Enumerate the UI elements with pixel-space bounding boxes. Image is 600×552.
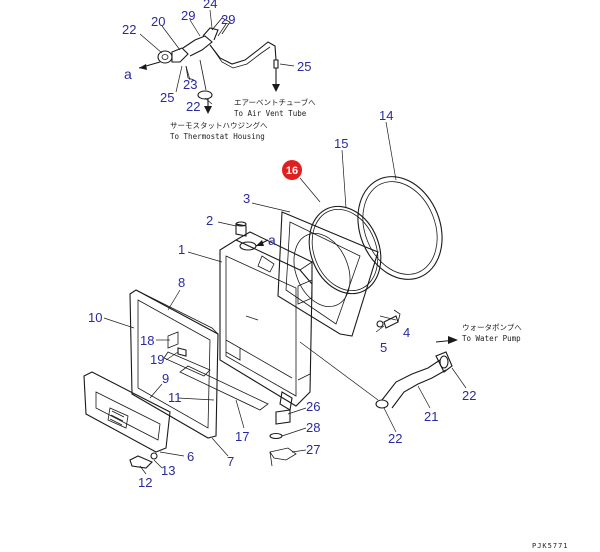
note-water-pump-jp: ウォータポンプへ <box>462 323 522 332</box>
callout-14: 14 <box>379 108 393 123</box>
callout-25-b: 25 <box>297 59 311 74</box>
note-air-vent-en: To Air Vent Tube <box>234 109 307 118</box>
callout-28: 28 <box>306 420 320 435</box>
filler-neck-assembly <box>138 17 280 114</box>
hardware-parts <box>129 221 458 469</box>
highlight-marker <box>282 160 302 180</box>
note-water-pump-en: To Water Pump <box>462 334 521 343</box>
leader-lines <box>103 9 467 475</box>
note-air-vent-jp: エアーベントチューブへ <box>234 97 316 107</box>
callout-labels: 22 20 29 24 29 23 25 25 22 14 15 16 3 2 … <box>88 0 476 490</box>
callout-22-d: 22 <box>462 388 476 403</box>
callout-22: 22 <box>122 22 136 37</box>
callout-16: 16 <box>286 165 298 177</box>
callout-29: 29 <box>181 8 195 23</box>
callout-18: 18 <box>140 333 154 348</box>
callout-25: 25 <box>160 90 174 105</box>
direction-notes: エアーベントチューブへ To Air Vent Tube サーモスタットハウジン… <box>170 97 522 343</box>
callout-22-b: 22 <box>186 99 200 114</box>
callout-29-b: 29 <box>221 12 235 27</box>
shroud-plate <box>277 211 379 337</box>
view-mark-a: a <box>124 66 132 82</box>
callout-13: 13 <box>161 463 175 478</box>
callout-21: 21 <box>424 409 438 424</box>
callout-9: 9 <box>162 371 169 386</box>
callout-20: 20 <box>151 14 165 29</box>
callout-24: 24 <box>203 0 217 11</box>
callout-4: 4 <box>403 325 410 340</box>
radiator-core <box>219 231 313 411</box>
callout-8: 8 <box>178 275 185 290</box>
callout-1: 1 <box>178 242 185 257</box>
side-frame <box>129 289 269 439</box>
note-thermostat-jp: サーモスタットハウジングへ <box>170 120 268 130</box>
callout-15: 15 <box>334 136 348 151</box>
callout-6: 6 <box>187 449 194 464</box>
shroud-seal-rings <box>308 176 443 295</box>
callout-22-c: 22 <box>388 431 402 446</box>
view-mark-a-2: a <box>268 232 276 248</box>
callout-5: 5 <box>380 340 387 355</box>
drawing-code: PJK5771 <box>532 542 569 550</box>
view-marks: a a <box>124 66 276 248</box>
callout-26: 26 <box>306 399 320 414</box>
grille-panel <box>83 371 171 453</box>
callout-7: 7 <box>227 454 234 469</box>
callout-17: 17 <box>235 429 249 444</box>
callout-2: 2 <box>206 213 213 228</box>
callout-11: 11 <box>168 390 182 405</box>
callout-19: 19 <box>150 352 164 367</box>
note-thermostat-en: To Thermostat Housing <box>170 132 265 141</box>
callout-27: 27 <box>306 442 320 457</box>
callout-23: 23 <box>183 77 197 92</box>
callout-10: 10 <box>88 310 102 325</box>
callout-12: 12 <box>138 475 152 490</box>
callout-3: 3 <box>243 191 250 206</box>
